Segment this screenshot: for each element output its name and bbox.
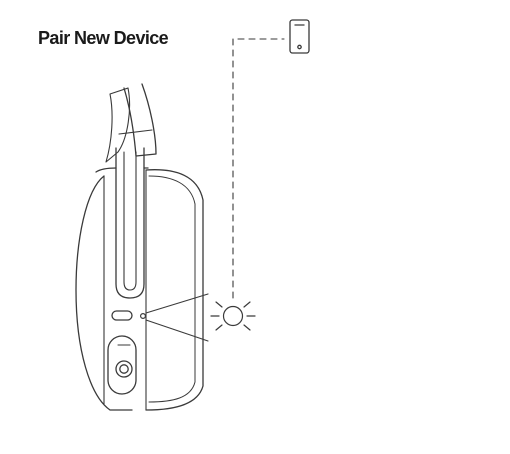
blinking-light-icon: [211, 302, 255, 330]
status-led: [141, 314, 146, 319]
charging-port: [108, 336, 136, 394]
pairing-connection-line: [233, 39, 284, 298]
headband: [106, 84, 156, 162]
callout-lines: [146, 294, 208, 341]
power-button: [112, 311, 132, 320]
ear-cushion: [146, 170, 203, 410]
headband-slider: [116, 148, 144, 298]
phone-icon: [290, 20, 309, 53]
ear-cup-shell: [76, 168, 148, 410]
